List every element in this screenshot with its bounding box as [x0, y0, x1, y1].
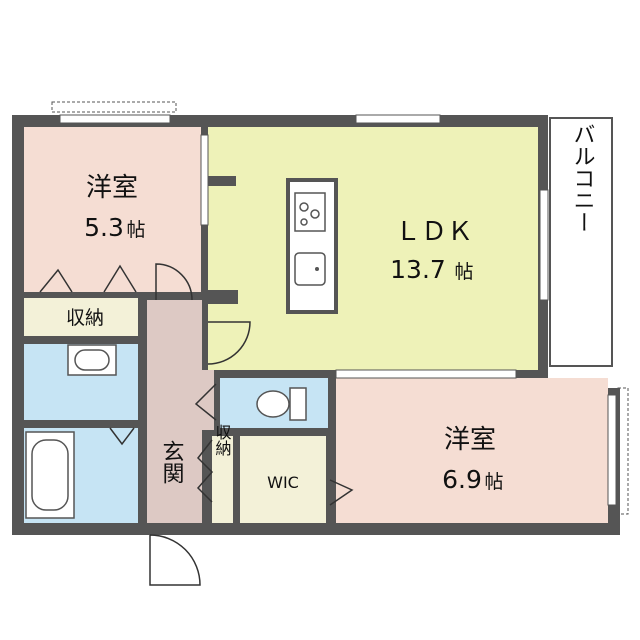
sink-icon: [294, 252, 326, 286]
door-bathroom[interactable]: [109, 427, 135, 446]
window-bedroom2-frame: [617, 387, 629, 515]
storage1-floor: [24, 298, 138, 336]
door-entrance[interactable]: [149, 534, 201, 586]
door-storage2[interactable]: [196, 439, 214, 503]
hall-floor-2: [200, 370, 214, 430]
bedroom2-name: 洋室: [444, 425, 496, 455]
bedroom2-unit: 帖: [484, 471, 503, 493]
window-ldk-top: [355, 114, 441, 124]
toilet-icon: [256, 387, 307, 421]
entrance-label: 玄関: [159, 440, 184, 484]
bedroom1-name: 洋室: [86, 173, 138, 203]
window-bedroom1-side: [200, 134, 209, 226]
balcony: [549, 117, 613, 367]
ldk-unit: 帖: [454, 261, 473, 283]
bedroom1-size: 5.3: [84, 213, 124, 242]
storage1-label: 収納: [66, 307, 104, 329]
balcony-label: バルコニー: [570, 123, 595, 233]
bedroom1-unit: 帖: [126, 219, 145, 241]
stove-icon: [294, 192, 326, 232]
window-ldk-side: [539, 189, 549, 301]
ldk-wall-stub-2: [208, 290, 238, 304]
door-bedroom1-closet[interactable]: [39, 264, 137, 293]
window-bedroom2-side: [607, 394, 617, 506]
window-bedroom2-top: [335, 369, 517, 379]
kitchen-counter: [286, 178, 338, 314]
ldk-name: ＬＤＫ: [395, 217, 473, 247]
washbasin-icon: [67, 344, 117, 376]
door-ldk[interactable]: [207, 321, 251, 365]
storage2-label: 収納: [213, 424, 232, 457]
bedroom2-floor: [336, 378, 608, 523]
door-toilet[interactable]: [194, 383, 217, 421]
ldk-floor: [208, 127, 538, 370]
storage2-floor: [212, 436, 233, 523]
hall-floor: [147, 300, 202, 523]
ldk-size: 13.7: [390, 255, 446, 284]
window-bedroom1: [59, 114, 171, 124]
wic-floor: [240, 436, 326, 523]
door-wic[interactable]: [329, 479, 354, 506]
bathtub-icon: [25, 431, 75, 519]
window-bedroom1-frame: [51, 101, 177, 113]
ldk-wall-stub: [208, 176, 236, 186]
bedroom1-floor: [24, 127, 201, 292]
wic-label: WIC: [267, 473, 299, 492]
bedroom2-size: 6.9: [442, 465, 482, 494]
door-bedroom1[interactable]: [155, 263, 193, 301]
